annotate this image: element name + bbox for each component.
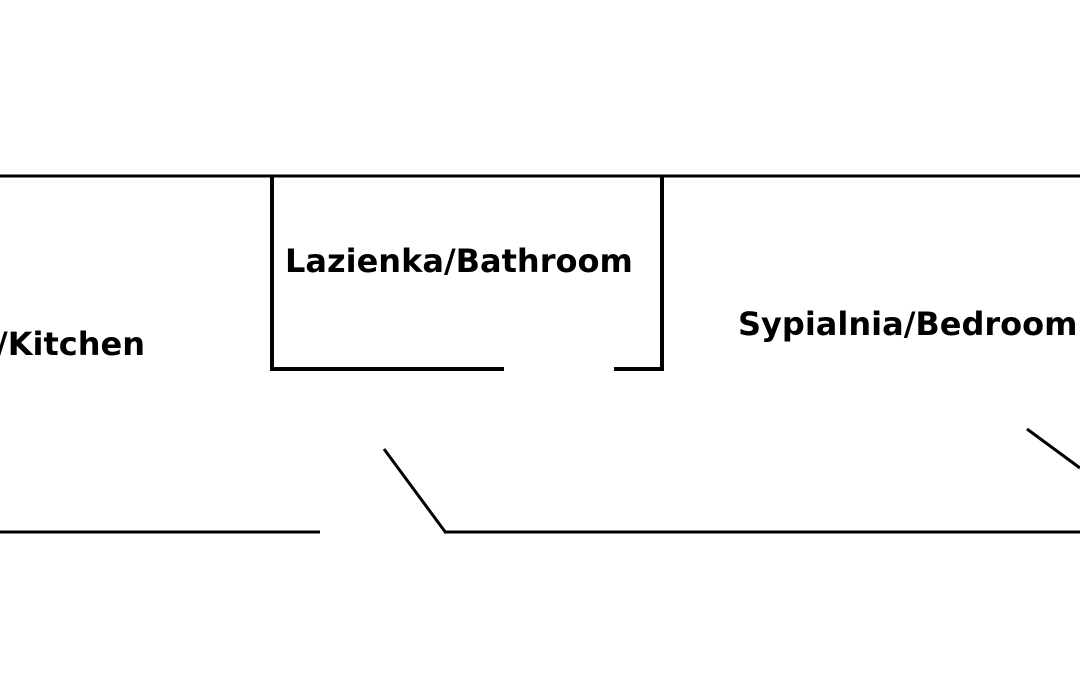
bedroom-door-swing: [1026, 427, 1080, 470]
bathroom-label: Lazienka/Bathroom: [285, 242, 633, 280]
entrance-door-swing: [382, 448, 448, 534]
bedroom-label: Sypialnia/Bedroom: [738, 305, 1077, 343]
kitchen-label: /Kitchen: [0, 325, 145, 363]
